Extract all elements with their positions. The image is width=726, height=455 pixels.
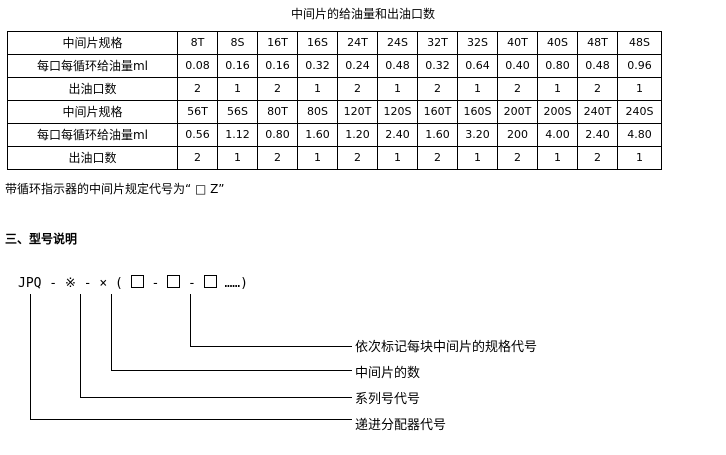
table-cell: 1.60: [417, 123, 458, 147]
row-label: 中间片规格: [7, 31, 178, 55]
table-cell: 0.48: [377, 54, 418, 78]
table-cell: 0.64: [457, 54, 498, 78]
table-cell: 1.20: [337, 123, 378, 147]
legend-spec-code: 依次标记每块中间片的规格代号: [355, 340, 538, 355]
table-cell: 1: [297, 77, 338, 101]
table-cell: 1: [297, 146, 338, 170]
table-cell: 160T: [417, 100, 458, 124]
legend-piece-count: 中间片的数: [355, 366, 421, 381]
table-cell: 2: [257, 146, 298, 170]
table-cell: 1: [617, 146, 662, 170]
table-cell: 2.40: [577, 123, 618, 147]
table-cell: 200T: [497, 100, 538, 124]
code-sep: -: [143, 276, 168, 291]
table-cell: 240S: [617, 100, 662, 124]
code-prefix: JPQ: [18, 276, 42, 291]
table-cell: 0.24: [337, 54, 378, 78]
count-symbol: ×: [99, 276, 108, 291]
table-cell: 2.40: [377, 123, 418, 147]
leader-line-spec: [190, 294, 352, 347]
legend-distributor-code: 递进分配器代号: [355, 418, 447, 433]
table-cell: 1: [617, 77, 662, 101]
table-cell: 32T: [417, 31, 458, 55]
table-caption: 中间片的给油量和出油口数: [290, 7, 435, 21]
table-cell: 2: [577, 146, 618, 170]
row-label: 出油口数: [7, 146, 178, 170]
spec-box: [203, 275, 217, 288]
spec-box: [130, 275, 144, 288]
table-cell: 2: [337, 146, 378, 170]
code-ellipsis: ……): [216, 276, 248, 291]
legend-series-code: 系列号代号: [355, 392, 421, 407]
table-cell: 1: [537, 146, 578, 170]
table-cell: 8S: [217, 31, 258, 55]
section-title: 三、型号说明: [5, 232, 78, 246]
table-cell: 24S: [377, 31, 418, 55]
table-cell: 1: [377, 146, 418, 170]
row-label: 每口每循环给油量ml: [7, 54, 178, 78]
table-cell: 240T: [577, 100, 618, 124]
model-code: JPQ - ※ - × ( - - ……): [18, 275, 248, 293]
code-open-paren: (: [107, 276, 131, 291]
indicator-note: 带循环指示器的中间片规定代号为“ □ Z”: [5, 182, 225, 196]
table-cell: 0.16: [217, 54, 258, 78]
code-sep: -: [75, 276, 100, 291]
table-cell: 56T: [177, 100, 218, 124]
leader-line-series: [80, 294, 352, 398]
leader-line-distributor: [30, 294, 352, 420]
table-cell: 2: [497, 77, 538, 101]
code-sep: -: [180, 276, 204, 291]
table-cell: 40S: [537, 31, 578, 55]
series-symbol: ※: [64, 276, 76, 291]
table-cell: 1: [537, 77, 578, 101]
table-cell: 16T: [257, 31, 298, 55]
table-cell: 2: [497, 146, 538, 170]
row-label: 每口每循环给油量ml: [7, 123, 178, 147]
leader-line-count: [111, 294, 352, 371]
table-cell: 0.48: [577, 54, 618, 78]
table-cell: 80T: [257, 100, 298, 124]
spec-box: [167, 275, 181, 288]
table-cell: 4.80: [617, 123, 662, 147]
table-cell: 1: [457, 146, 498, 170]
code-sep: -: [41, 276, 65, 291]
